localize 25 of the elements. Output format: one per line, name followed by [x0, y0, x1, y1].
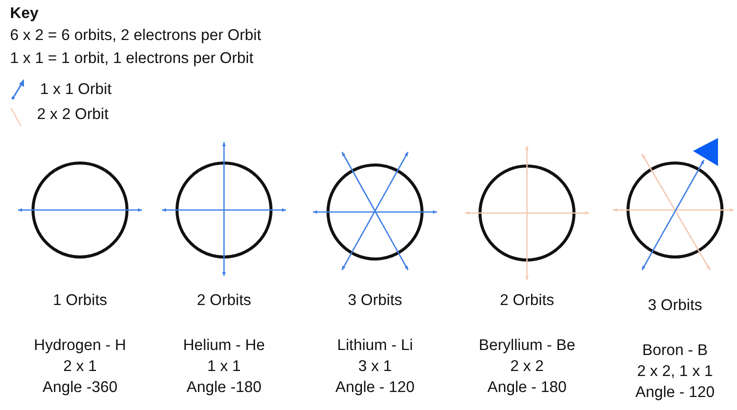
key-heading: Key: [10, 5, 38, 23]
orbit-formula: 2 x 1: [63, 358, 97, 376]
legend-label: 2 x 2 Orbit: [37, 106, 108, 124]
angle-label: Angle -180: [186, 379, 262, 397]
orbit-formula: 2 x 2: [510, 358, 544, 376]
orbit-formula: 2 x 2, 1 x 1: [637, 363, 713, 381]
element-name: Helium - He: [183, 337, 265, 355]
key-note: 1 x 1 = 1 orbit, 1 electrons per Orbit: [10, 50, 254, 68]
key-note: 6 x 2 = 6 orbits, 2 electrons per Orbit: [10, 27, 262, 45]
element-name: Lithium - Li: [337, 337, 413, 355]
orbit-count: 3 Orbits: [648, 297, 702, 315]
legend-label: 1 x 1 Orbit: [40, 81, 112, 99]
orbit-count: 2 Orbits: [500, 292, 554, 310]
orbit-count: 3 Orbits: [348, 292, 402, 310]
element-name: Beryllium - Be: [478, 337, 576, 355]
angle-label: Angle - 180: [487, 379, 567, 397]
element-name: Hydrogen - H: [34, 337, 126, 355]
orbit-formula: 3 x 1: [358, 358, 392, 376]
element-name: Boron - B: [642, 342, 708, 360]
angle-label: Angle - 120: [635, 384, 715, 402]
angle-label: Angle - 120: [335, 379, 415, 397]
orbit-count: 2 Orbits: [196, 292, 252, 310]
orbit-formula: 1 x 1: [207, 358, 241, 376]
orbit-count: 1 Orbits: [52, 292, 108, 310]
angle-label: Angle -360: [42, 379, 118, 397]
